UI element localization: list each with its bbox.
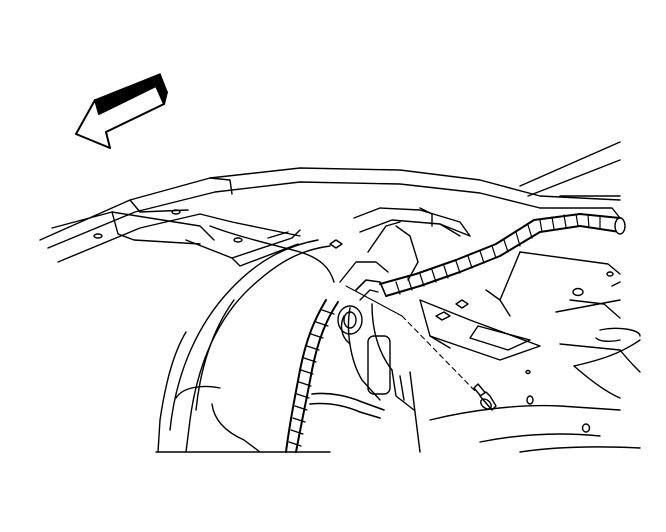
center-pillar [339,207,471,411]
trunk-floor-panel [329,239,641,453]
direction-arrow-icon [75,73,168,149]
wheelhouse-panel [155,225,335,453]
gusset-bracket [51,209,301,267]
quarter-panel-edge [399,349,641,453]
roof-rail-panel [39,141,621,263]
harness-retainer-bolt [345,285,497,411]
wiring-harness [285,213,626,453]
